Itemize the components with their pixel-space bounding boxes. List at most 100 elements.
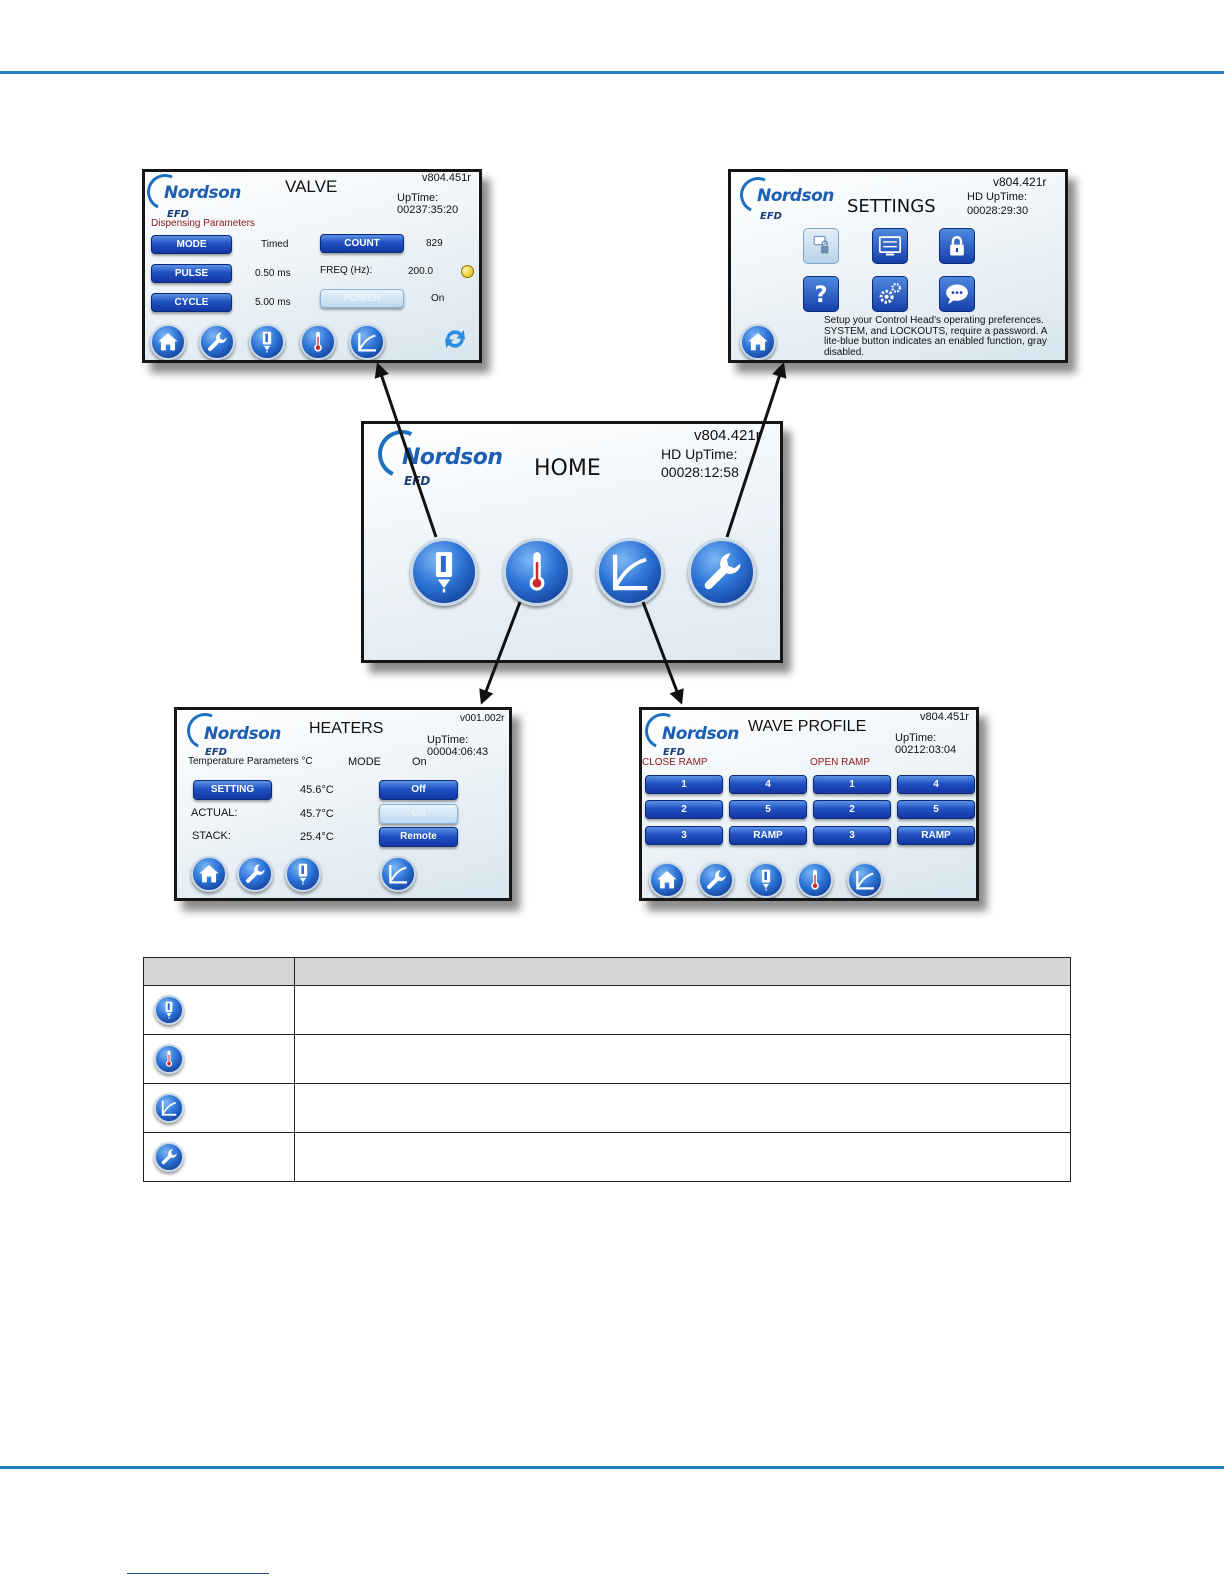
arrow-home-to-valve (374, 362, 438, 538)
wrench-icon[interactable] (688, 538, 756, 606)
top-rule (0, 71, 1224, 74)
wave-profile-icon[interactable] (847, 862, 883, 898)
wave-profile-icon (154, 1093, 184, 1123)
table-header-cell (143, 957, 295, 986)
close-5-button[interactable]: 5 (729, 800, 807, 819)
uptime-value: 00212:03:04 (895, 744, 957, 756)
table-cell (294, 985, 1071, 1035)
version-label: v804.421r (694, 427, 761, 444)
version-label: v804.451r (422, 172, 471, 184)
section-label: Temperature Parameters °C (188, 756, 313, 767)
table-cell (294, 1034, 1071, 1084)
valve-icon[interactable] (748, 862, 784, 898)
open-ramp-button[interactable]: RAMP (897, 826, 975, 845)
preferences-icon[interactable] (872, 228, 908, 264)
setting-button[interactable]: SETTING (193, 780, 272, 800)
on-button[interactable]: On (379, 804, 458, 824)
wave-profile-screen: Nordson EFD WAVE PROFILE v804.451r UpTim… (639, 707, 979, 901)
screen-title: SETTINGS (847, 196, 936, 217)
freq-value: 200.0 (408, 266, 434, 277)
table-row (143, 1083, 1071, 1133)
close-4-button[interactable]: 4 (729, 775, 807, 794)
wrench-icon[interactable] (237, 856, 273, 892)
chat-icon[interactable] (939, 276, 975, 312)
mode-label: MODE (348, 756, 381, 768)
close-1-button[interactable]: 1 (645, 775, 723, 794)
nordson-logo: Nordson EFD (145, 172, 241, 220)
status-indicator (461, 265, 474, 278)
uptime-value: 00004:06:43 (427, 746, 489, 758)
svg-text:?: ? (814, 282, 827, 308)
valve-screen: Nordson EFD VALVE v804.451r UpTime: 0023… (142, 169, 482, 363)
uptime-label: UpTime: (397, 192, 439, 204)
valve-icon[interactable] (249, 324, 285, 360)
screen-title: VALVE (285, 177, 338, 196)
stack-label: STACK: (192, 830, 231, 842)
close-ramp-button[interactable]: RAMP (729, 826, 807, 845)
thermometer-icon[interactable] (503, 538, 571, 606)
navigation-arrows (374, 362, 787, 705)
icon-key-table (143, 957, 1071, 1182)
cycle-value: 5.00 ms (255, 297, 291, 308)
home-screen: Nordson EFD HOME v804.421r HD UpTime: 00… (361, 421, 783, 663)
table-row (143, 1132, 1071, 1182)
mode-button[interactable]: MODE (151, 235, 232, 254)
table-header-row (143, 957, 1071, 986)
nordson-logo: Nordson EFD (181, 710, 281, 759)
mode-value: Timed (261, 239, 289, 250)
close-3-button[interactable]: 3 (645, 826, 723, 845)
nordson-logo: Nordson EFD (734, 172, 834, 223)
wrench-icon[interactable] (199, 324, 235, 360)
power-button[interactable]: POWER (320, 289, 404, 308)
wave-profile-icon[interactable] (596, 538, 664, 606)
lockouts-icon[interactable] (939, 228, 975, 264)
home-icon[interactable] (740, 324, 776, 360)
system-icon[interactable] (803, 228, 839, 264)
home-icon[interactable] (150, 324, 186, 360)
version-label: v001.002r (460, 713, 505, 724)
open-4-button[interactable]: 4 (897, 775, 975, 794)
heaters-screen: Nordson EFD HEATERS v001.002r UpTime: 00… (174, 707, 512, 901)
arrow-home-to-wave (641, 601, 684, 705)
setting-value: 45.6°C (300, 784, 334, 796)
wave-profile-icon[interactable] (349, 324, 385, 360)
help-icon[interactable]: ? (803, 276, 839, 312)
open-1-button[interactable]: 1 (813, 775, 891, 794)
valve-icon[interactable] (410, 538, 478, 606)
table-cell (294, 1132, 1071, 1182)
section-label: Dispensing Parameters (151, 218, 255, 229)
close-2-button[interactable]: 2 (645, 800, 723, 819)
power-value: On (431, 293, 445, 304)
thermometer-icon[interactable] (797, 862, 833, 898)
open-2-button[interactable]: 2 (813, 800, 891, 819)
open-5-button[interactable]: 5 (897, 800, 975, 819)
open-3-button[interactable]: 3 (813, 826, 891, 845)
bottom-rule (0, 1466, 1224, 1469)
screen-title: WAVE PROFILE (748, 718, 867, 735)
wrench-icon[interactable] (698, 862, 734, 898)
remote-button[interactable]: Remote (379, 827, 458, 847)
count-button[interactable]: COUNT (320, 234, 404, 253)
table-row (143, 1034, 1071, 1084)
valve-icon[interactable] (285, 856, 321, 892)
uptime-value: 00028:12:58 (661, 464, 739, 480)
home-icon[interactable] (191, 856, 227, 892)
off-button[interactable]: Off (379, 780, 458, 800)
uptime-label: UpTime: (427, 734, 469, 746)
actual-label: ACTUAL: (191, 807, 238, 819)
wave-profile-icon[interactable] (380, 856, 416, 892)
pulse-button[interactable]: PULSE (151, 264, 232, 283)
stack-value: 25.4°C (300, 831, 334, 843)
count-value: 829 (426, 238, 443, 249)
settings-screen: Nordson EFD SETTINGS v804.421r HD UpTime… (728, 169, 1068, 363)
freq-label: FREQ (Hz): (320, 265, 373, 276)
help-text: Setup your Control Head's operating pref… (824, 315, 1047, 358)
cycle-button[interactable]: CYCLE (151, 293, 232, 312)
uptime-value: 00028:29:30 (967, 205, 1029, 217)
close-ramp-label: CLOSE RAMP (642, 757, 708, 768)
uptime-label: HD UpTime: (661, 446, 738, 462)
home-icon[interactable] (649, 862, 685, 898)
thermometer-icon[interactable] (300, 324, 336, 360)
gear-icon[interactable] (872, 276, 908, 312)
arrow-home-to-heaters (479, 601, 522, 705)
